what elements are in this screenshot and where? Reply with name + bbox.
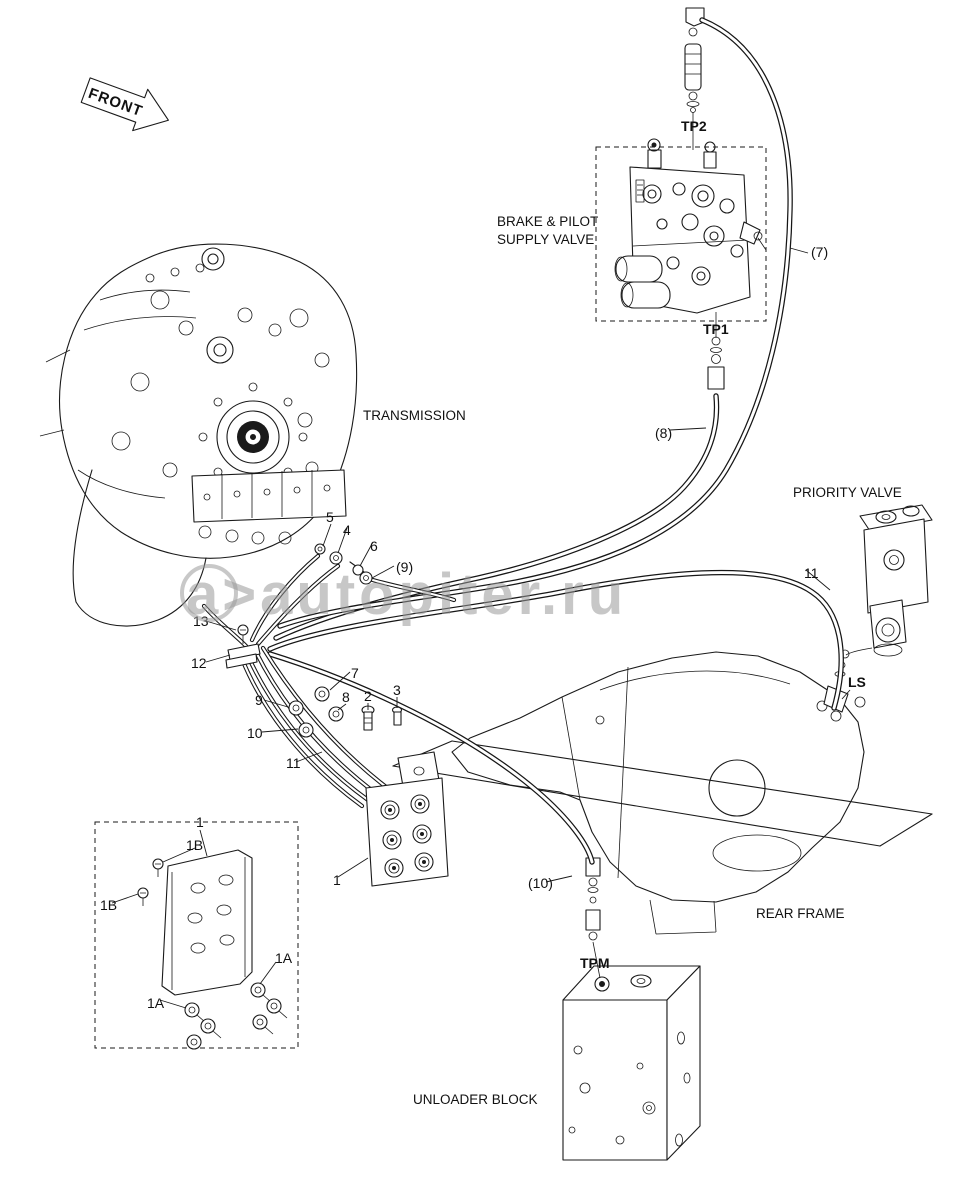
- tp2-fitting-chain: [684, 7, 705, 113]
- port-ls-label: LS: [848, 674, 866, 690]
- brake-pilot-valve-drawing: [595, 112, 767, 322]
- tp1-fitting-chain: [707, 312, 725, 390]
- callout-9: 9: [255, 692, 263, 708]
- unloader-block-ports: [568, 1031, 691, 1147]
- callout-1a-right: 1A: [275, 950, 293, 966]
- brake-pilot-label-line1: BRAKE & PILOT: [497, 214, 598, 229]
- transmission-drawing: [39, 243, 358, 627]
- watermark: a>autopiter.ru: [180, 562, 627, 627]
- housing-details: [77, 263, 330, 499]
- front-arrow: FRONT: [80, 77, 169, 132]
- couplers-1a-left: [184, 1002, 222, 1050]
- callout-1b-left: 1B: [100, 897, 117, 913]
- text-labels: TRANSMISSION BRAKE & PILOT SUPPLY VALVE …: [100, 118, 902, 1107]
- transmission-label: TRANSMISSION: [363, 408, 466, 423]
- callout-7-paren: (7): [811, 244, 828, 260]
- callout-5: 5: [326, 509, 334, 525]
- callout-9-paren: (9): [396, 559, 413, 575]
- valve-ports: [642, 182, 744, 286]
- hoses: [201, 17, 844, 865]
- brake-pilot-label-line2: SUPPLY VALVE: [497, 232, 594, 247]
- watermark-ring: [180, 564, 238, 622]
- unloader-block-drawing: [562, 965, 701, 1161]
- front-arrow-shape: [80, 77, 169, 132]
- valve-body-ports: [198, 484, 331, 545]
- quick-couplers-7-8-9-10: [288, 686, 344, 738]
- callout-10-paren: (10): [528, 875, 553, 891]
- manifold-block-1: [365, 751, 449, 887]
- callout-10: 10: [247, 725, 263, 741]
- watermark-text: a>autopiter.ru: [186, 562, 627, 627]
- couplers-1a-right: [250, 982, 288, 1035]
- callout-4: 4: [343, 522, 351, 538]
- callout-8: 8: [342, 689, 350, 705]
- callout-1b-top: 1B: [186, 837, 203, 853]
- unloader-block-label: UNLOADER BLOCK: [413, 1092, 538, 1107]
- priority-valve-drawing: [823, 504, 933, 722]
- callout-8-paren: (8): [655, 425, 672, 441]
- rear-frame-label: REAR FRAME: [756, 906, 845, 921]
- leader-lines: [111, 247, 851, 1009]
- callout-1a-left: 1A: [147, 995, 165, 1011]
- bracket-holes: [187, 874, 235, 954]
- port-tpm-label: TPM: [580, 955, 610, 971]
- callout-7: 7: [351, 665, 359, 681]
- inset-detail-box: [94, 821, 299, 1050]
- priority-valve-label: PRIORITY VALVE: [793, 485, 902, 500]
- manifold-couplers: [380, 794, 434, 878]
- callout-11-left: 11: [286, 755, 301, 771]
- clamp-and-bolt: [225, 624, 261, 669]
- port-tp1-label: TP1: [703, 321, 729, 337]
- callout-12: 12: [191, 655, 207, 671]
- callout-1-inset: 1: [196, 814, 204, 830]
- callout-6: 6: [370, 538, 378, 554]
- callout-2: 2: [364, 688, 372, 704]
- rear-frame-drawing: [392, 651, 933, 935]
- screws-1b: [137, 858, 164, 906]
- callout-11-right: 11: [804, 565, 819, 581]
- callout-3: 3: [393, 682, 401, 698]
- port-tp2-label: TP2: [681, 118, 707, 134]
- callout-1-main: 1: [333, 872, 341, 888]
- transmission-fittings-4-5-6: [314, 543, 373, 585]
